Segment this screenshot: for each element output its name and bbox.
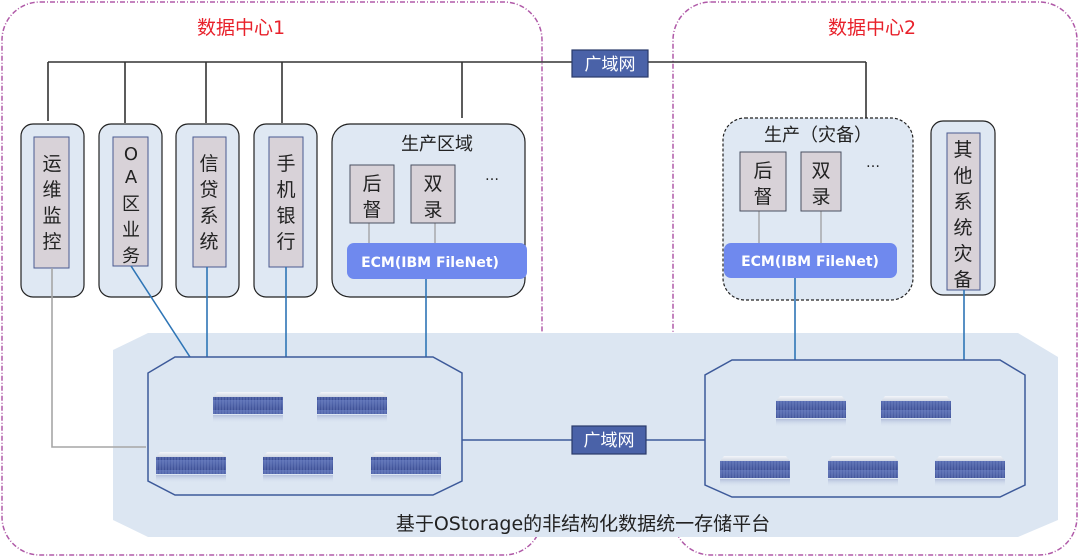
dc1-app-audit: 后 督 [349, 164, 395, 224]
svg-text:后: 后 [362, 173, 381, 195]
svg-text:督: 督 [362, 199, 381, 221]
storage-server-icon [881, 396, 951, 427]
svg-text:录: 录 [423, 199, 442, 221]
dc2-app-audit: 后 督 [739, 151, 787, 212]
dc1-zone-title: 生产区域 [401, 134, 473, 155]
dc1-system-mobile-bank-label: 手 机 银 行 [276, 153, 295, 253]
storage-server-icon [213, 392, 283, 423]
storage-server-icon [935, 456, 1005, 487]
svg-text:贷: 贷 [199, 179, 218, 201]
storage-server-icon [828, 456, 898, 487]
svg-text:双: 双 [423, 173, 442, 195]
svg-text:统: 统 [953, 217, 972, 239]
svg-text:系: 系 [199, 205, 218, 227]
dc2-zone-title: 生产（灾备） [764, 125, 872, 146]
svg-text:O: O [124, 144, 138, 165]
svg-text:机: 机 [276, 179, 295, 201]
svg-text:ECM(IBM FileNet): ECM(IBM FileNet) [361, 255, 499, 271]
svg-text:务: 务 [122, 246, 140, 267]
dc1-app-dual-recording: 双 录 [410, 164, 456, 224]
dc1-ecm-filenet: ECM(IBM FileNet) [347, 243, 527, 279]
platform-title: 基于OStorage的非结构化数据统一存储平台 [396, 513, 770, 535]
svg-text:运: 运 [42, 153, 61, 175]
svg-text:后: 后 [753, 160, 772, 182]
bottom-wan-node: 广域网 [571, 425, 647, 455]
svg-text:备: 备 [953, 269, 972, 291]
storage-server-icon [156, 452, 226, 483]
svg-text:他: 他 [953, 165, 972, 187]
dc1-production-zone: 生产区域 后 督 双 录 … ECM(IBM FileNet) [331, 123, 527, 298]
datacenter-1-boundary [1, 1, 543, 556]
svg-text:双: 双 [811, 160, 830, 182]
storage-server-icon [371, 452, 441, 483]
svg-text:维: 维 [42, 179, 61, 201]
svg-text:ECM(IBM FileNet): ECM(IBM FileNet) [741, 254, 879, 270]
dc2-storage-cluster [704, 359, 1026, 498]
svg-text:信: 信 [199, 153, 218, 175]
datacenter-2-label: 数据中心2 [828, 17, 916, 39]
svg-text:督: 督 [753, 186, 772, 208]
storage-server-icon [720, 456, 790, 487]
top-wan-label: 广域网 [585, 55, 636, 75]
svg-text:行: 行 [276, 231, 295, 253]
datacenter-1-label: 数据中心1 [197, 17, 285, 39]
dc1-system-ops-label: 运 维 监 控 [42, 153, 61, 253]
svg-text:录: 录 [811, 186, 830, 208]
svg-text:业: 业 [122, 220, 140, 241]
svg-text:控: 控 [42, 231, 61, 253]
dc2-ecm-filenet: ECM(IBM FileNet) [724, 243, 897, 278]
datacenter-2-boundary [672, 1, 1078, 556]
dc1-system-oa: O A 区 业 务 [98, 123, 163, 298]
svg-text:灾: 灾 [953, 243, 972, 265]
svg-text:手: 手 [276, 153, 295, 175]
svg-text:银: 银 [276, 205, 295, 227]
svg-text:其: 其 [953, 139, 972, 161]
storage-links [51, 265, 965, 448]
dc1-system-oa-label: O A 区 业 务 [122, 144, 140, 267]
svg-text:统: 统 [199, 231, 218, 253]
dc1-system-mobile-bank: 手 机 银 行 [253, 123, 318, 298]
svg-text:区: 区 [122, 194, 140, 215]
top-wan-node: 广域网 [571, 49, 649, 78]
storage-servers [156, 392, 1005, 487]
dc2-app-dual-recording: 双 录 [800, 151, 842, 212]
svg-text:系: 系 [953, 191, 972, 213]
dc1-system-credit: 信 贷 系 统 [175, 123, 240, 298]
top-wan-bus [47, 61, 867, 123]
dc1-storage-cluster [147, 356, 463, 496]
storage-server-icon [263, 452, 333, 483]
dc2-system-other-dr: 其 他 系 统 灾 备 [930, 120, 996, 296]
dc2-more-apps: … [866, 155, 880, 171]
storage-server-icon [776, 396, 846, 427]
bottom-wan-label: 广域网 [584, 431, 635, 451]
dc2-production-dr-zone: 生产（灾备） 后 督 双 录 … ECM(IBM FileNet) [722, 117, 914, 301]
dc1-more-apps: … [485, 168, 499, 184]
dc1-system-credit-label: 信 贷 系 统 [199, 153, 218, 253]
svg-text:A: A [125, 167, 138, 188]
storage-server-icon [317, 392, 387, 423]
dc1-system-ops-monitoring: 运 维 监 控 [20, 123, 85, 298]
svg-text:监: 监 [42, 205, 61, 227]
